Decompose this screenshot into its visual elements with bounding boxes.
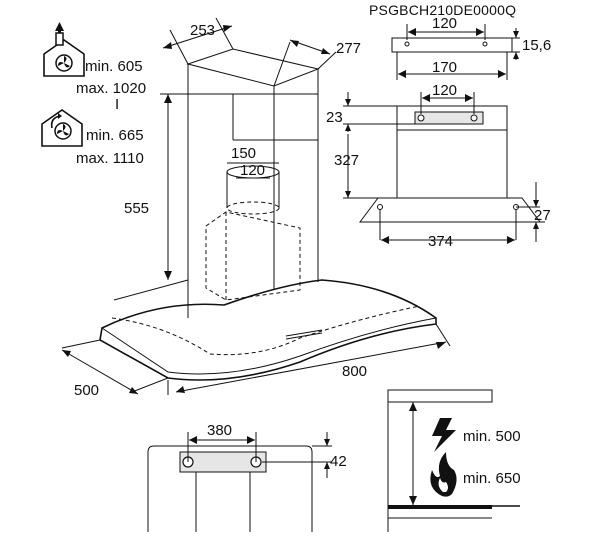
hood-main-view: [61, 17, 451, 395]
recirculation-min-height: min. 665: [86, 127, 144, 144]
wall-bracket-view: [147, 432, 332, 532]
house-fan-icon: [43, 22, 85, 77]
dim-top-offset: 15,6: [522, 37, 551, 54]
dim-hood-depth: 500: [74, 382, 99, 399]
model-code: PSGBCH210DE0000Q: [369, 2, 516, 18]
dim-chimney-width: 253: [190, 22, 215, 39]
height-separator: I: [115, 96, 119, 113]
dim-outlet-outer: 150: [231, 145, 256, 162]
extraction-min-height: min. 605: [85, 58, 143, 75]
lightning-icon: [432, 418, 456, 452]
dim-bracket-holes: 120: [432, 82, 457, 99]
dim-outlet-inner: 120: [240, 162, 265, 179]
dim-bracket-holes-bottom: 380: [207, 422, 232, 439]
dim-bottom-holes: 374: [428, 233, 453, 250]
house-recirculation-icon: [41, 109, 83, 147]
dim-bottom-offset: 27: [534, 207, 551, 224]
dim-chimney-depth: 277: [336, 40, 361, 57]
dim-bracket-offset: 23: [326, 109, 343, 126]
cooktop-clearance-view: [387, 389, 520, 532]
dim-bracket-width: 170: [432, 59, 457, 76]
dim-bracket-height: 327: [334, 152, 359, 169]
clearance-electric: min. 500: [463, 428, 521, 445]
flame-icon: [430, 452, 457, 497]
dim-hood-width: 800: [342, 363, 367, 380]
dim-height: 555: [124, 200, 149, 217]
dim-bracket-offset-bottom: 42: [330, 453, 347, 470]
dim-top-holes: 120: [432, 15, 457, 32]
extraction-max-height: max. 1020: [76, 80, 146, 97]
clearance-gas: min. 650: [463, 470, 521, 487]
hood-side-view: [343, 24, 545, 244]
recirculation-max-height: max. 1110: [76, 150, 144, 167]
